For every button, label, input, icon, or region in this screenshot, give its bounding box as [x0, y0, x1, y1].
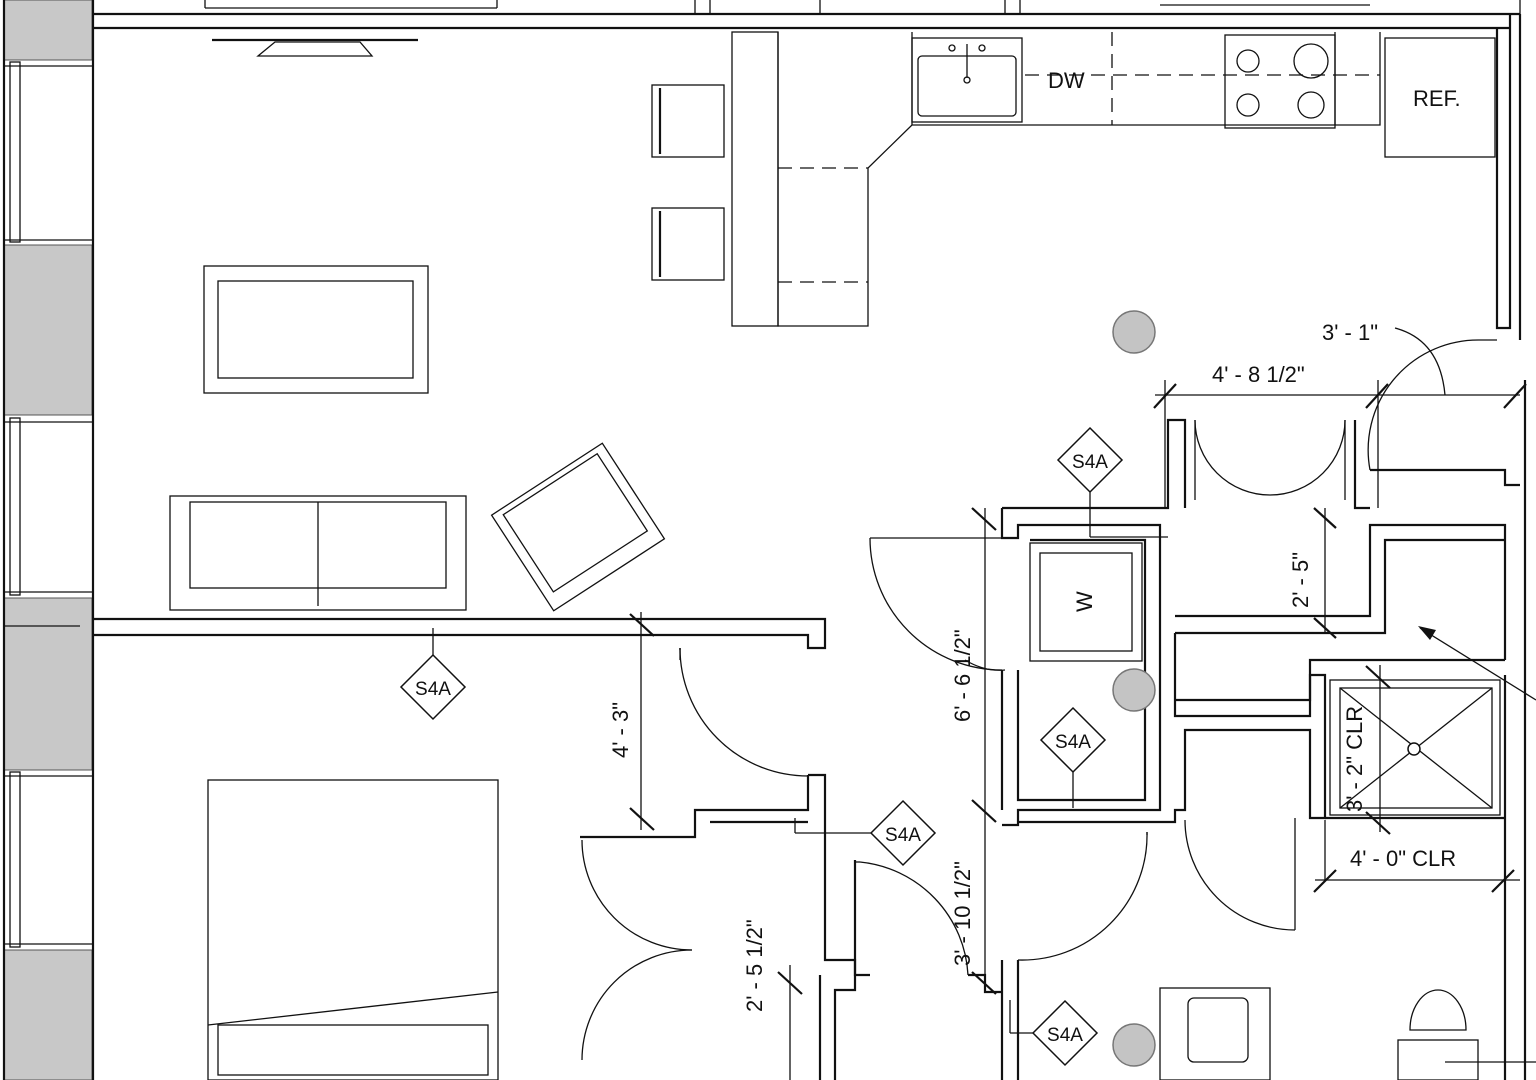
dimension-closet-width: 4' - 8 1/2": [1212, 362, 1305, 387]
section-tag: S4A: [1039, 706, 1107, 808]
washer-label: W: [1072, 591, 1097, 612]
refrigerator-label: REF.: [1413, 86, 1461, 111]
stove: [1224, 34, 1336, 129]
dimension-bedroom-closet: 2' - 5 1/2": [742, 919, 767, 1012]
kitchen-sink: [911, 37, 1023, 123]
section-tag: S4A: [399, 628, 467, 721]
dishwasher-label: DW: [1048, 68, 1085, 93]
doors: [581, 339, 1497, 1061]
column: [1112, 310, 1156, 354]
windows: [4, 61, 92, 948]
exterior-wall-left: [2, 0, 95, 1080]
bar-stools: [651, 84, 725, 281]
washer: [1029, 542, 1143, 662]
bathroom-sink: [1159, 987, 1271, 1080]
dimension-bath-hall: 3' - 10 1/2": [950, 861, 975, 966]
dimension-closet-depth: 2' - 5": [1288, 552, 1313, 608]
svg-text:S4A: S4A: [1047, 1025, 1083, 1046]
exterior-wall-right: [1495, 14, 1527, 1080]
dimension-lines: [629, 327, 1536, 1080]
section-tag: S4A: [794, 799, 937, 867]
tv: [212, 38, 418, 57]
dimension-laundry: 6' - 6 1/2": [950, 629, 975, 722]
svg-text:S4A: S4A: [415, 679, 451, 700]
column: [1112, 1023, 1156, 1067]
shower: [1329, 679, 1501, 816]
svg-text:S4A: S4A: [885, 825, 921, 846]
section-tag: S4A: [1009, 999, 1099, 1067]
dimension-shower-width: 4' - 0" CLR: [1350, 846, 1456, 871]
column: [1112, 668, 1156, 712]
dimension-entry-door: 3' - 1": [1322, 320, 1378, 345]
dimension-hall: 4' - 3": [608, 702, 633, 758]
bed: [207, 779, 499, 1080]
dimension-shower-depth: 3' - 2" CLR: [1342, 706, 1367, 812]
refrigerator: [1384, 37, 1496, 158]
sofa: [169, 495, 467, 611]
armchair: [490, 442, 666, 612]
svg-text:S4A: S4A: [1055, 732, 1091, 753]
toilet: [1397, 989, 1536, 1080]
exterior-wall-top: [93, 0, 1521, 30]
interior-walls: [93, 418, 1520, 1080]
svg-text:S4A: S4A: [1072, 452, 1108, 473]
section-tag: S4A: [1056, 426, 1168, 538]
rug: [203, 265, 429, 394]
